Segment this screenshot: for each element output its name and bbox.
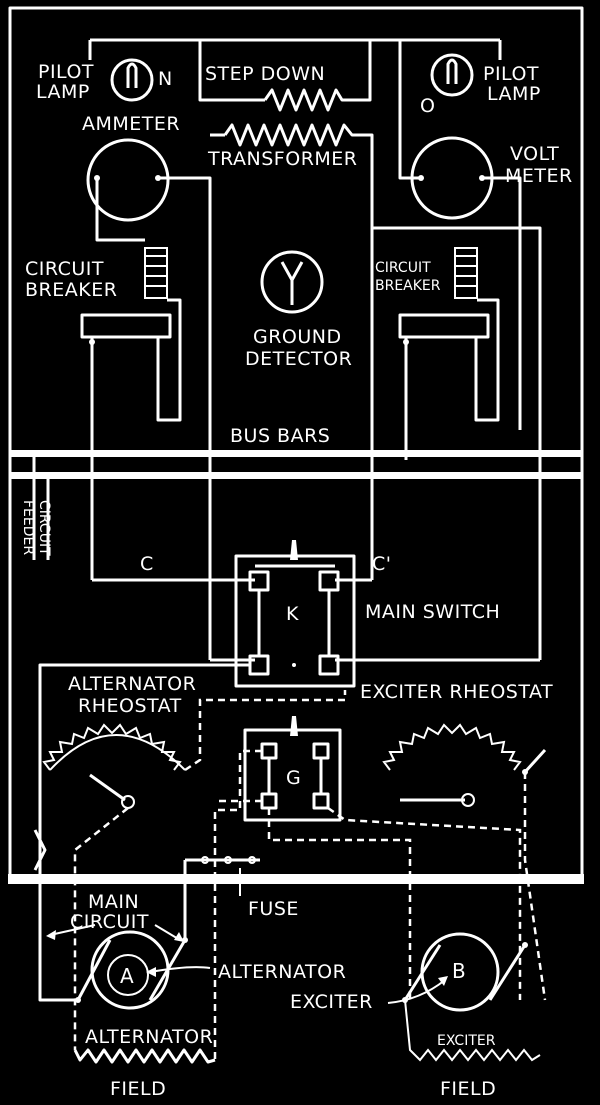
g-label: G bbox=[286, 767, 301, 789]
fuse-label: FUSE bbox=[248, 898, 299, 920]
k-label: K bbox=[286, 603, 299, 625]
circuit-breaker-right-label: CIRCUIT bbox=[375, 260, 431, 276]
transformer-primary-coil bbox=[263, 40, 372, 112]
exciter-rheostat bbox=[382, 723, 547, 1001]
pilot-lamp-right bbox=[430, 53, 474, 97]
pilot-lamp-right-label: PILOT bbox=[483, 63, 539, 85]
c-left-label: C bbox=[140, 553, 154, 575]
board-bottom-edge bbox=[8, 874, 584, 884]
bus-bars bbox=[10, 450, 582, 479]
voltmeter-label: VOLT bbox=[510, 143, 559, 165]
pilot-lamp-left-label-2: LAMP bbox=[36, 81, 90, 103]
n-mark: N bbox=[158, 68, 173, 90]
field-left-label: FIELD bbox=[110, 1078, 166, 1100]
field-right-label: FIELD bbox=[440, 1078, 496, 1100]
alternator-rheostat-label: ALTERNATOR bbox=[68, 673, 196, 695]
main-circuit-label: MAIN bbox=[88, 891, 139, 913]
pilot-lamp-left bbox=[110, 58, 154, 102]
main-switch-k bbox=[234, 540, 356, 688]
exciter-rheostat-label: EXCITER RHEOSTAT bbox=[360, 681, 553, 703]
alternator-arrow-label: ALTERNATOR bbox=[218, 961, 346, 983]
lower-wiring bbox=[33, 663, 250, 1002]
main-switch-wiring bbox=[92, 578, 540, 662]
c-right-label: C' bbox=[372, 553, 392, 575]
circuit-breaker-left-label: CIRCUIT bbox=[25, 258, 104, 280]
circuit-label: CIRCUIT bbox=[36, 500, 52, 556]
circuit-breaker-right-label-2: BREAKER bbox=[375, 278, 441, 294]
main-switch-label: MAIN SWITCH bbox=[365, 601, 500, 623]
feeder-label: FEEDER bbox=[20, 500, 36, 555]
main-circuit-label-2: CIRCUIT bbox=[70, 911, 149, 933]
exciter-bottom-label: EXCITER bbox=[437, 1033, 496, 1049]
b-label: B bbox=[452, 959, 466, 983]
feeder-circuit bbox=[32, 453, 50, 560]
alternator-rheostat bbox=[42, 690, 347, 1050]
circuit-breaker-left bbox=[80, 247, 182, 580]
alternator-bottom-label: ALTERNATOR bbox=[85, 1026, 213, 1048]
ammeter-label: AMMETER bbox=[82, 113, 180, 135]
top-wiring bbox=[88, 38, 542, 660]
circuit-breaker-right bbox=[370, 228, 500, 580]
exciter-field-coil bbox=[404, 999, 541, 1062]
exciter-b bbox=[387, 932, 528, 1012]
fuse bbox=[183, 856, 260, 940]
alternator-rheostat-label-2: RHEOSTAT bbox=[78, 695, 182, 717]
bus-bars-label: BUS BARS bbox=[230, 425, 330, 447]
o-mark: O bbox=[420, 95, 435, 117]
ground-detector-label: GROUND bbox=[253, 326, 342, 348]
ground-detector-label-2: DETECTOR bbox=[245, 348, 352, 370]
exciter-arrow-label: EXCITER bbox=[290, 991, 373, 1013]
voltmeter-label-2: METER bbox=[505, 165, 573, 187]
field-switch-g bbox=[213, 716, 522, 1060]
ground-detector bbox=[260, 250, 324, 314]
main-circuit-arrows bbox=[46, 924, 211, 977]
pilot-lamp-left-label: PILOT bbox=[38, 61, 94, 83]
voltmeter bbox=[398, 40, 522, 430]
step-down-label: STEP DOWN bbox=[205, 63, 325, 85]
pilot-lamp-right-label-2: LAMP bbox=[487, 83, 541, 105]
switchboard-panel bbox=[8, 6, 584, 884]
circuit-breaker-left-label-2: BREAKER bbox=[25, 279, 117, 301]
transformer-label: TRANSFORMER bbox=[207, 148, 358, 170]
a-label: A bbox=[120, 964, 134, 988]
transformer-secondary-coil bbox=[223, 123, 542, 660]
alternator-field-coil bbox=[73, 1048, 216, 1064]
ammeter bbox=[86, 138, 212, 660]
